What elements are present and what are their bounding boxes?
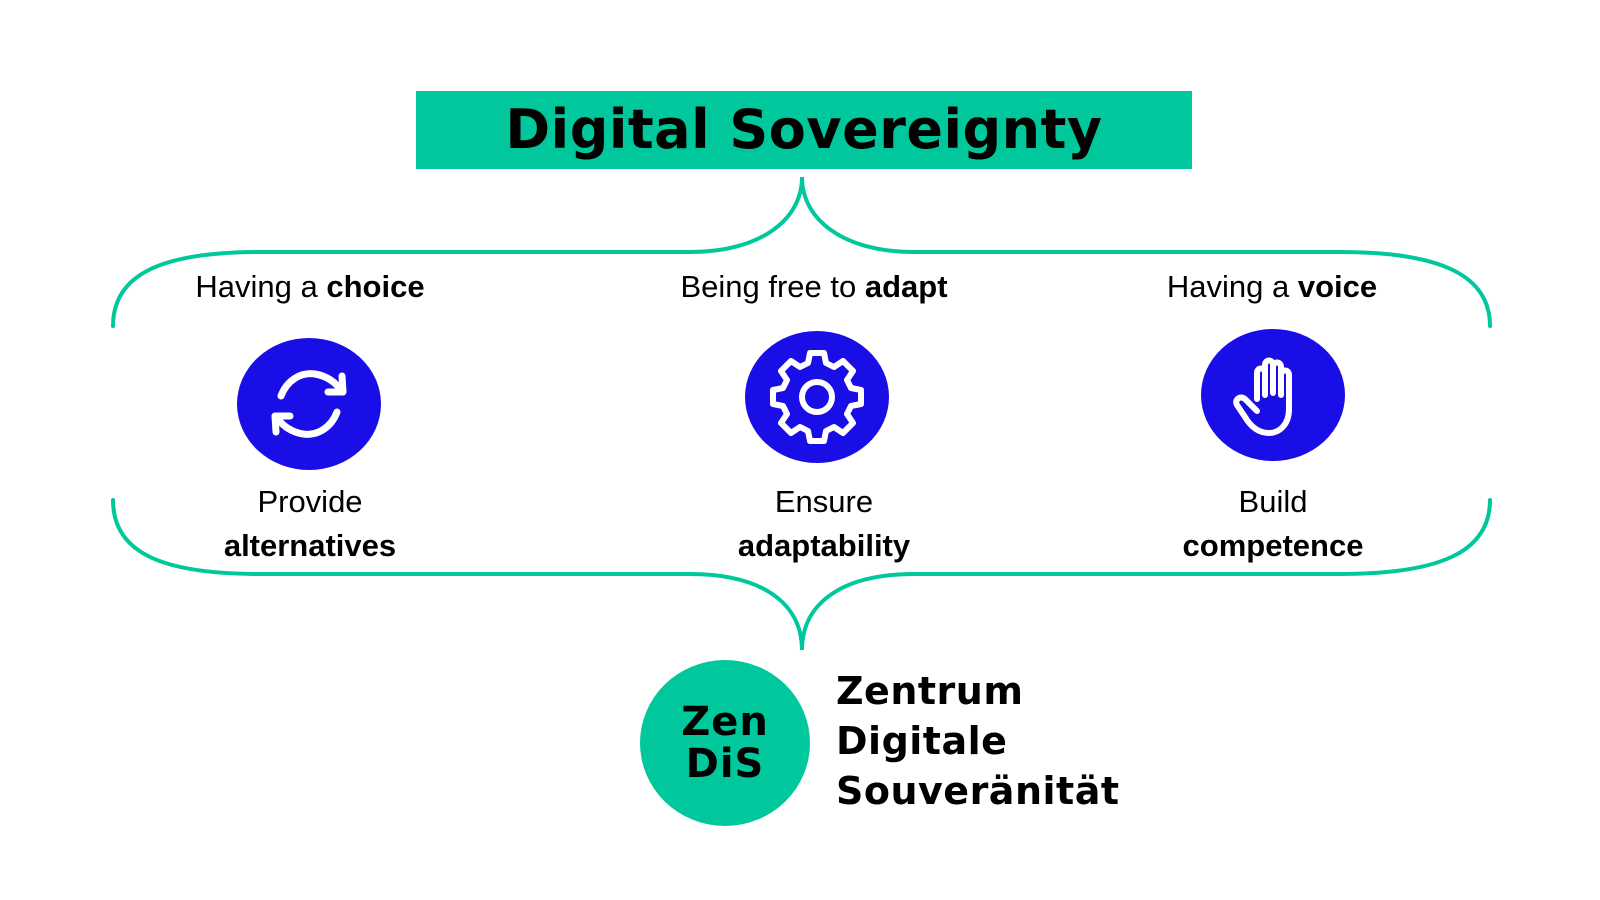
action-adaptability-line1: Ensure (774, 484, 874, 519)
refresh-arrows-icon (271, 370, 347, 438)
action-adaptability-line2: adaptability (737, 528, 911, 563)
organization-name-line-1: Zentrum (836, 669, 1024, 713)
action-competence: Build competence (1043, 480, 1503, 568)
heading-adapt-strong: adapt (864, 269, 948, 304)
heading-voice: Having a voice (1042, 268, 1502, 306)
action-competence-line1: Build (1238, 484, 1308, 519)
action-competence-line2: competence (1182, 528, 1364, 563)
action-alternatives-line1: Provide (257, 484, 363, 519)
action-adaptability: Ensure adaptability (594, 480, 1054, 568)
heading-choice-strong: choice (326, 269, 425, 304)
diagram-title: Digital Sovereignty (505, 98, 1103, 161)
gear-icon (770, 350, 864, 444)
heading-choice-plain: Having a (195, 269, 327, 304)
heading-choice: Having a choice (80, 268, 540, 306)
action-alternatives: Provide alternatives (80, 480, 540, 568)
organization-name: Zentrum Digitale Souveränität (836, 666, 1120, 816)
adapt-icon-circle (745, 331, 889, 463)
action-alternatives-line2: alternatives (223, 528, 397, 563)
heading-voice-plain: Having a (1166, 269, 1298, 304)
heading-voice-strong: voice (1297, 269, 1378, 304)
logo-line-2: DiS (685, 741, 765, 787)
heading-adapt-plain: Being free to (680, 269, 865, 304)
choice-icon-circle (237, 338, 381, 470)
top-brace (111, 176, 1492, 328)
title-banner: Digital Sovereignty (416, 91, 1192, 169)
raised-hand-icon (1233, 357, 1292, 436)
heading-adapt: Being free to adapt (584, 268, 1044, 306)
organization-name-line-2: Digitale (836, 719, 1008, 763)
logo-line-1: Zen (681, 699, 769, 745)
zendis-logo: Zen DiS (640, 660, 810, 826)
voice-icon-circle (1201, 329, 1345, 461)
bottom-brace (111, 498, 1492, 651)
organization-name-line-3: Souveränität (836, 769, 1120, 813)
